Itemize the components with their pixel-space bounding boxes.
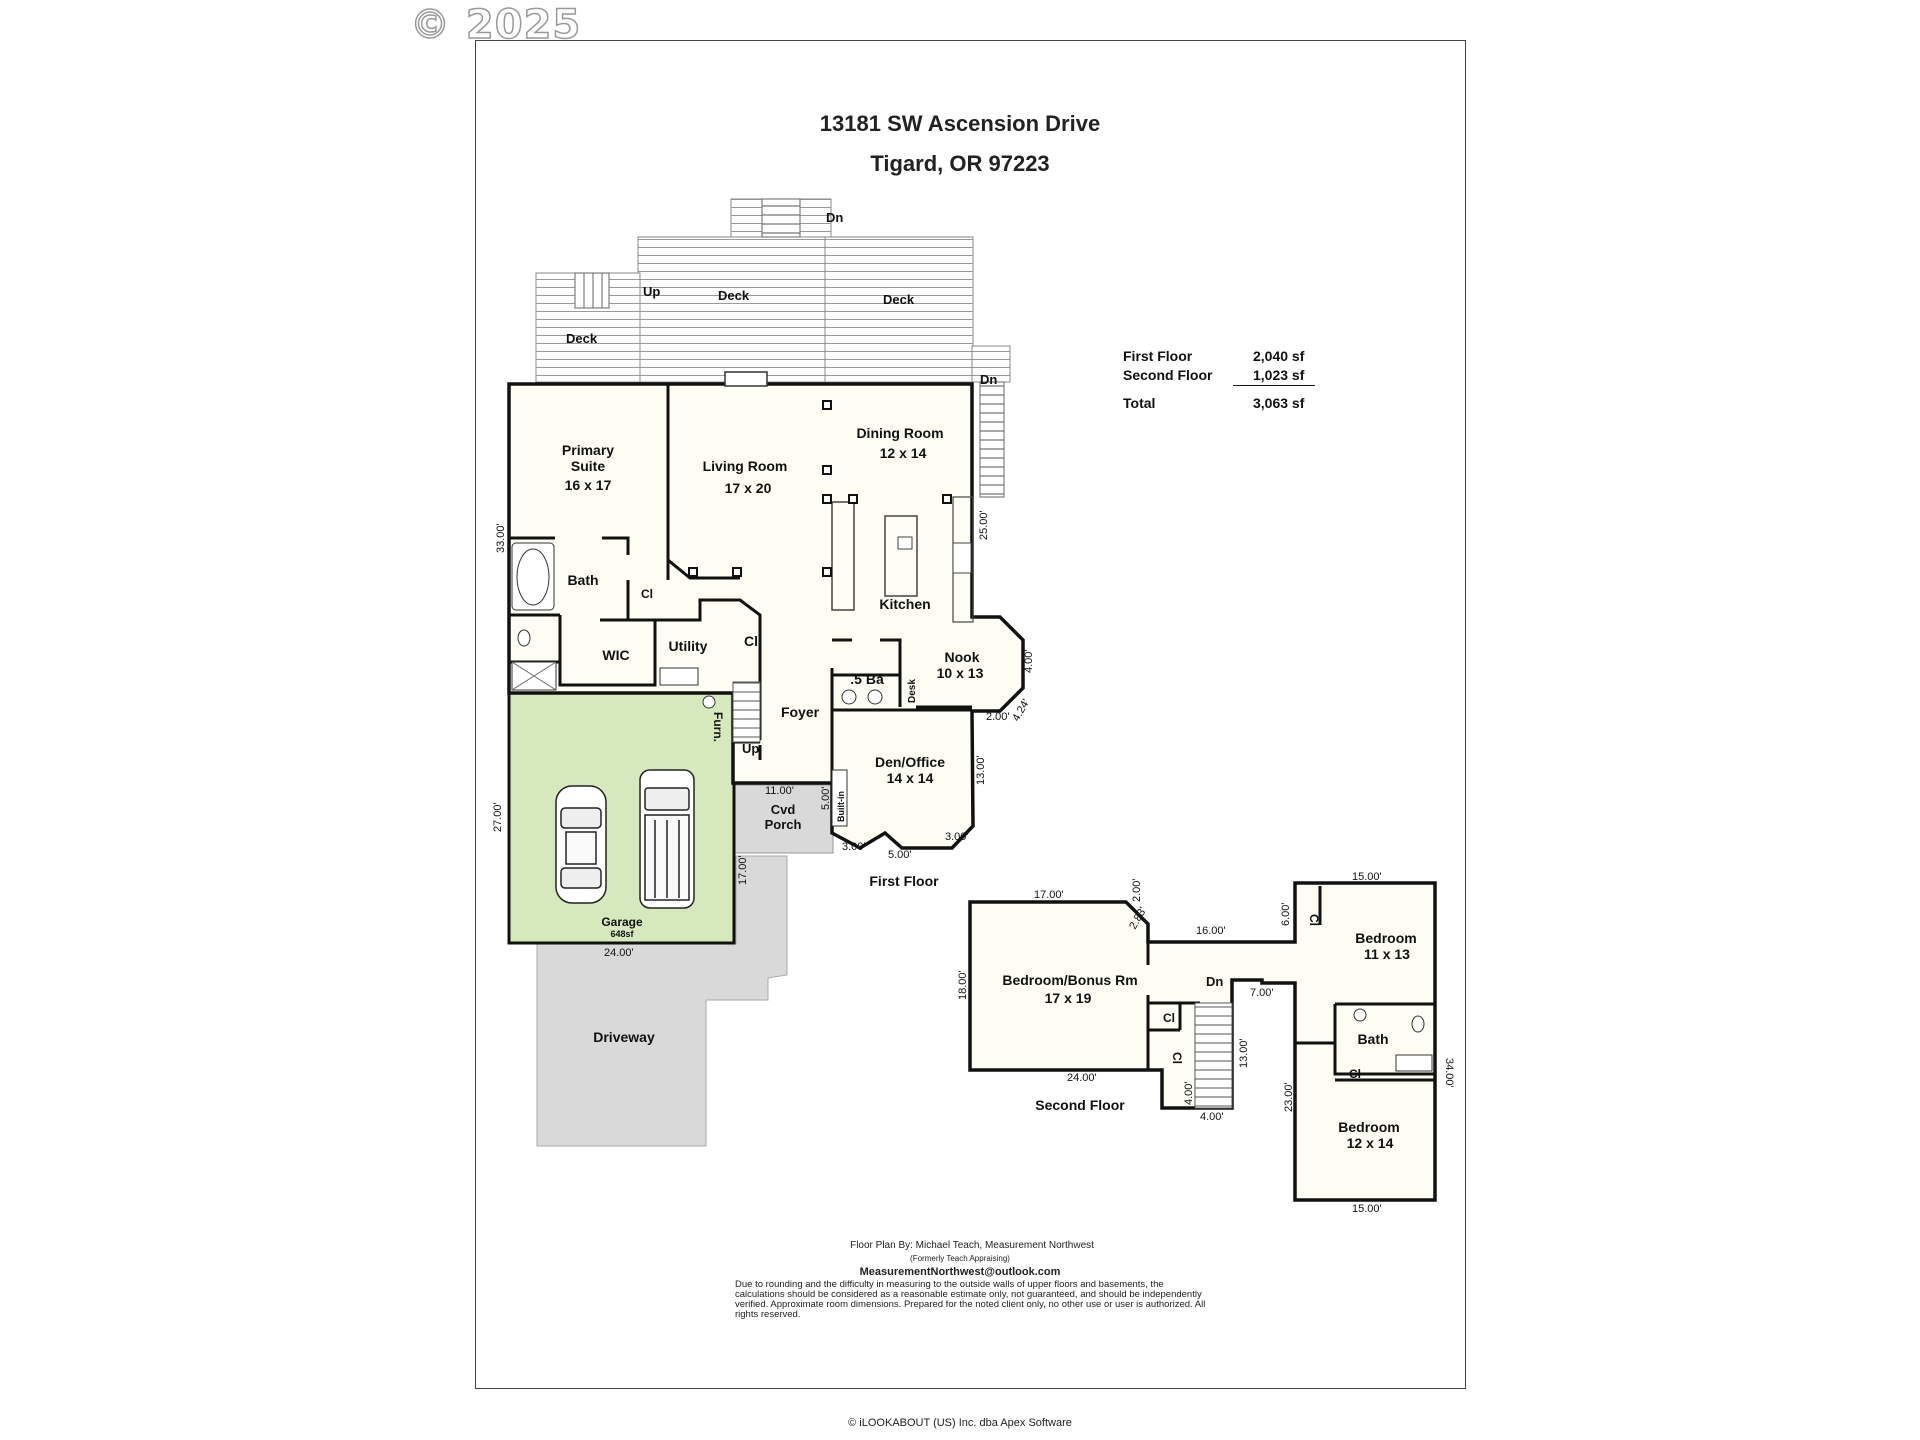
closet-label-1: Cl (641, 587, 653, 601)
foyer-label: Foyer (781, 704, 820, 720)
half-bath-label: .5 Ba (850, 671, 884, 687)
dim-4a: 4.00' (1023, 649, 1035, 673)
deck-area (535, 198, 1011, 498)
living-label: Living Room (703, 458, 788, 474)
closet-label-5: Cl (1307, 914, 1321, 926)
bonus-dim: 17 x 19 (1045, 990, 1092, 1006)
dim-25: 25.00' (978, 510, 990, 540)
nook-label: Nook (945, 649, 980, 665)
dining-label: Dining Room (856, 425, 943, 441)
desk-label: Desk (907, 679, 918, 703)
deck-label-2: Deck (718, 288, 750, 303)
disclaimer: Due to rounding and the difficulty in me… (735, 1279, 1206, 1320)
dim-5a: 5.00' (888, 849, 912, 861)
dim-2b: 2.00' (1131, 878, 1143, 902)
dn-label-side: Dn (980, 372, 997, 387)
bonus-label: Bedroom/Bonus Rm (1002, 972, 1137, 988)
bath-2-label: Bath (1357, 1031, 1388, 1047)
second-floor-plan (968, 881, 1437, 1202)
dim-24a: 24.00' (604, 947, 634, 959)
area-divider (1233, 385, 1315, 386)
area-first-value: 2,040 sf (1253, 348, 1305, 364)
dim-15a: 15.00' (1352, 871, 1382, 883)
nook-dim: 10 x 13 (937, 665, 984, 681)
bath-label: Bath (567, 572, 598, 588)
living-dim: 17 x 20 (725, 480, 772, 496)
dim-3b: 3.00' (945, 831, 969, 843)
dim-33: 33.00' (495, 523, 507, 553)
dim-6: 6.00' (1280, 902, 1292, 926)
room-labels: Deck Deck Deck Up Dn Dn Primary Suite 16… (562, 210, 1417, 1151)
driveway-label: Driveway (593, 1029, 655, 1045)
area-total-value: 3,063 sf (1253, 395, 1305, 411)
up-label-stairs: Up (742, 741, 759, 756)
dim-18: 18.00' (957, 970, 969, 1000)
primary-dim: 16 x 17 (565, 477, 612, 493)
den-dim: 14 x 14 (887, 770, 934, 786)
garage-area: 648sf (610, 929, 634, 939)
garage (507, 691, 736, 945)
dim-24b: 24.00' (1067, 1072, 1097, 1084)
furnace-label: Furn. (711, 712, 725, 742)
suv-icon (639, 769, 695, 909)
porch-label-2: Porch (765, 817, 802, 832)
deck-label-3: Deck (883, 292, 915, 307)
address-line-2: Tigard, OR 97223 (870, 151, 1050, 176)
footer-copyright: © iLOOKABOUT (US) Inc. dba Apex Software (848, 1417, 1072, 1429)
area-first-label: First Floor (1123, 348, 1193, 364)
dim-3a: 3.00' (842, 841, 866, 853)
dim-17a: 17.00' (737, 855, 749, 885)
dim-13a: 13.00' (975, 755, 987, 785)
bedroom-1-label: Bedroom (1355, 930, 1416, 946)
deck-label-1: Deck (566, 331, 598, 346)
dn-label-deck: Dn (826, 210, 843, 225)
dim-23: 23.00' (1283, 1082, 1295, 1112)
dim-4c: 4.00' (1200, 1111, 1224, 1123)
dim-7: 7.00' (1250, 987, 1274, 999)
closet-label-2: Cl (744, 633, 758, 649)
garage-label: Garage (601, 915, 643, 929)
area-total-label: Total (1123, 395, 1156, 411)
dim-4b: 4.00' (1183, 1081, 1195, 1105)
dn-label-second: Dn (1206, 974, 1223, 989)
dimension-labels: 33.00' 25.00' 4.00' 4.24' 2.00' 13.00' 3… (492, 510, 1455, 1215)
credit-line-2: (Formerly Teach Appraising) (910, 1254, 1010, 1263)
area-second-value: 1,023 sf (1253, 367, 1305, 383)
dim-2a: 2.00' (986, 711, 1010, 723)
first-floor-plan (507, 371, 1025, 851)
closet-label-3: Cl (1163, 1011, 1175, 1025)
car-icon (555, 785, 607, 904)
dim-5b: 5.00' (820, 786, 832, 810)
second-floor-label: Second Floor (1035, 1097, 1125, 1113)
closet-label-6: Cl (1349, 1067, 1361, 1081)
first-floor-label: First Floor (869, 873, 939, 889)
area-second-label: Second Floor (1123, 367, 1213, 383)
bedroom-1-dim: 11 x 13 (1364, 946, 1410, 962)
dim-16: 16.00' (1196, 925, 1226, 937)
dim-4-24: 4.24' (1010, 697, 1032, 723)
primary-label-2: Suite (571, 458, 605, 474)
bedroom-2-label: Bedroom (1338, 1119, 1399, 1135)
dim-27: 27.00' (492, 802, 504, 832)
dining-dim: 12 x 14 (880, 445, 927, 461)
credit-email: MeasurementNorthwest@outlook.com (859, 1266, 1061, 1278)
built-in-label: Built-in (836, 791, 846, 822)
dim-13b: 13.00' (1238, 1038, 1250, 1068)
dim-34: 34.00' (1443, 1058, 1455, 1088)
credit-line-1: Floor Plan By: Michael Teach, Measuremen… (850, 1240, 1094, 1251)
wic-label: WIC (602, 647, 629, 663)
kitchen-label: Kitchen (879, 596, 930, 612)
bedroom-2-dim: 12 x 14 (1347, 1135, 1394, 1151)
dim-17b: 17.00' (1034, 889, 1064, 901)
porch-label-1: Cvd (771, 802, 796, 817)
den-label: Den/Office (875, 754, 945, 770)
address-line-1: 13181 SW Ascension Drive (819, 111, 1101, 136)
dim-15b: 15.00' (1352, 1203, 1382, 1215)
closet-label-4: Cl (1170, 1052, 1184, 1064)
primary-label-1: Primary (562, 442, 614, 458)
utility-label: Utility (669, 638, 708, 654)
up-label-deck: Up (643, 284, 660, 299)
dim-11: 11.00' (765, 785, 794, 797)
